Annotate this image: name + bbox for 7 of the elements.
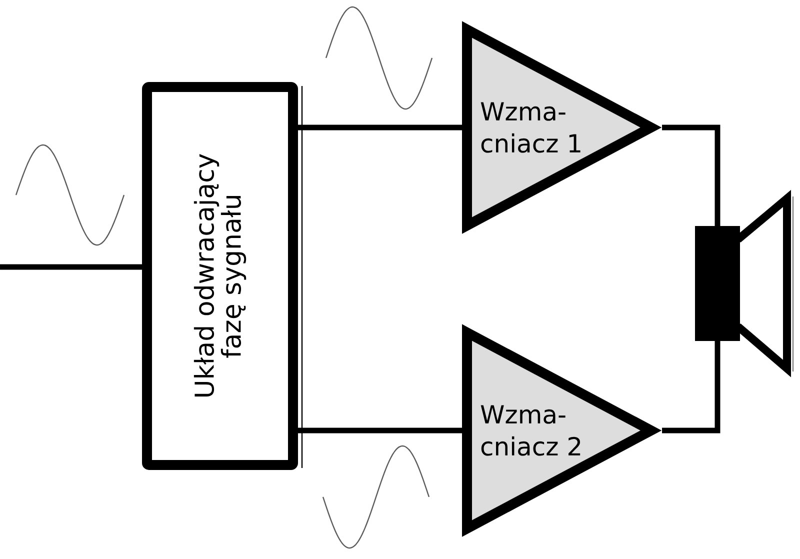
wire bbox=[298, 428, 462, 434]
process-box: Układ odwracający fazę sygnału bbox=[142, 82, 303, 470]
speaker-symbol bbox=[695, 190, 794, 378]
wire bbox=[662, 124, 720, 226]
wire bbox=[298, 124, 462, 130]
wire bbox=[0, 264, 142, 270]
wire bbox=[662, 341, 720, 434]
